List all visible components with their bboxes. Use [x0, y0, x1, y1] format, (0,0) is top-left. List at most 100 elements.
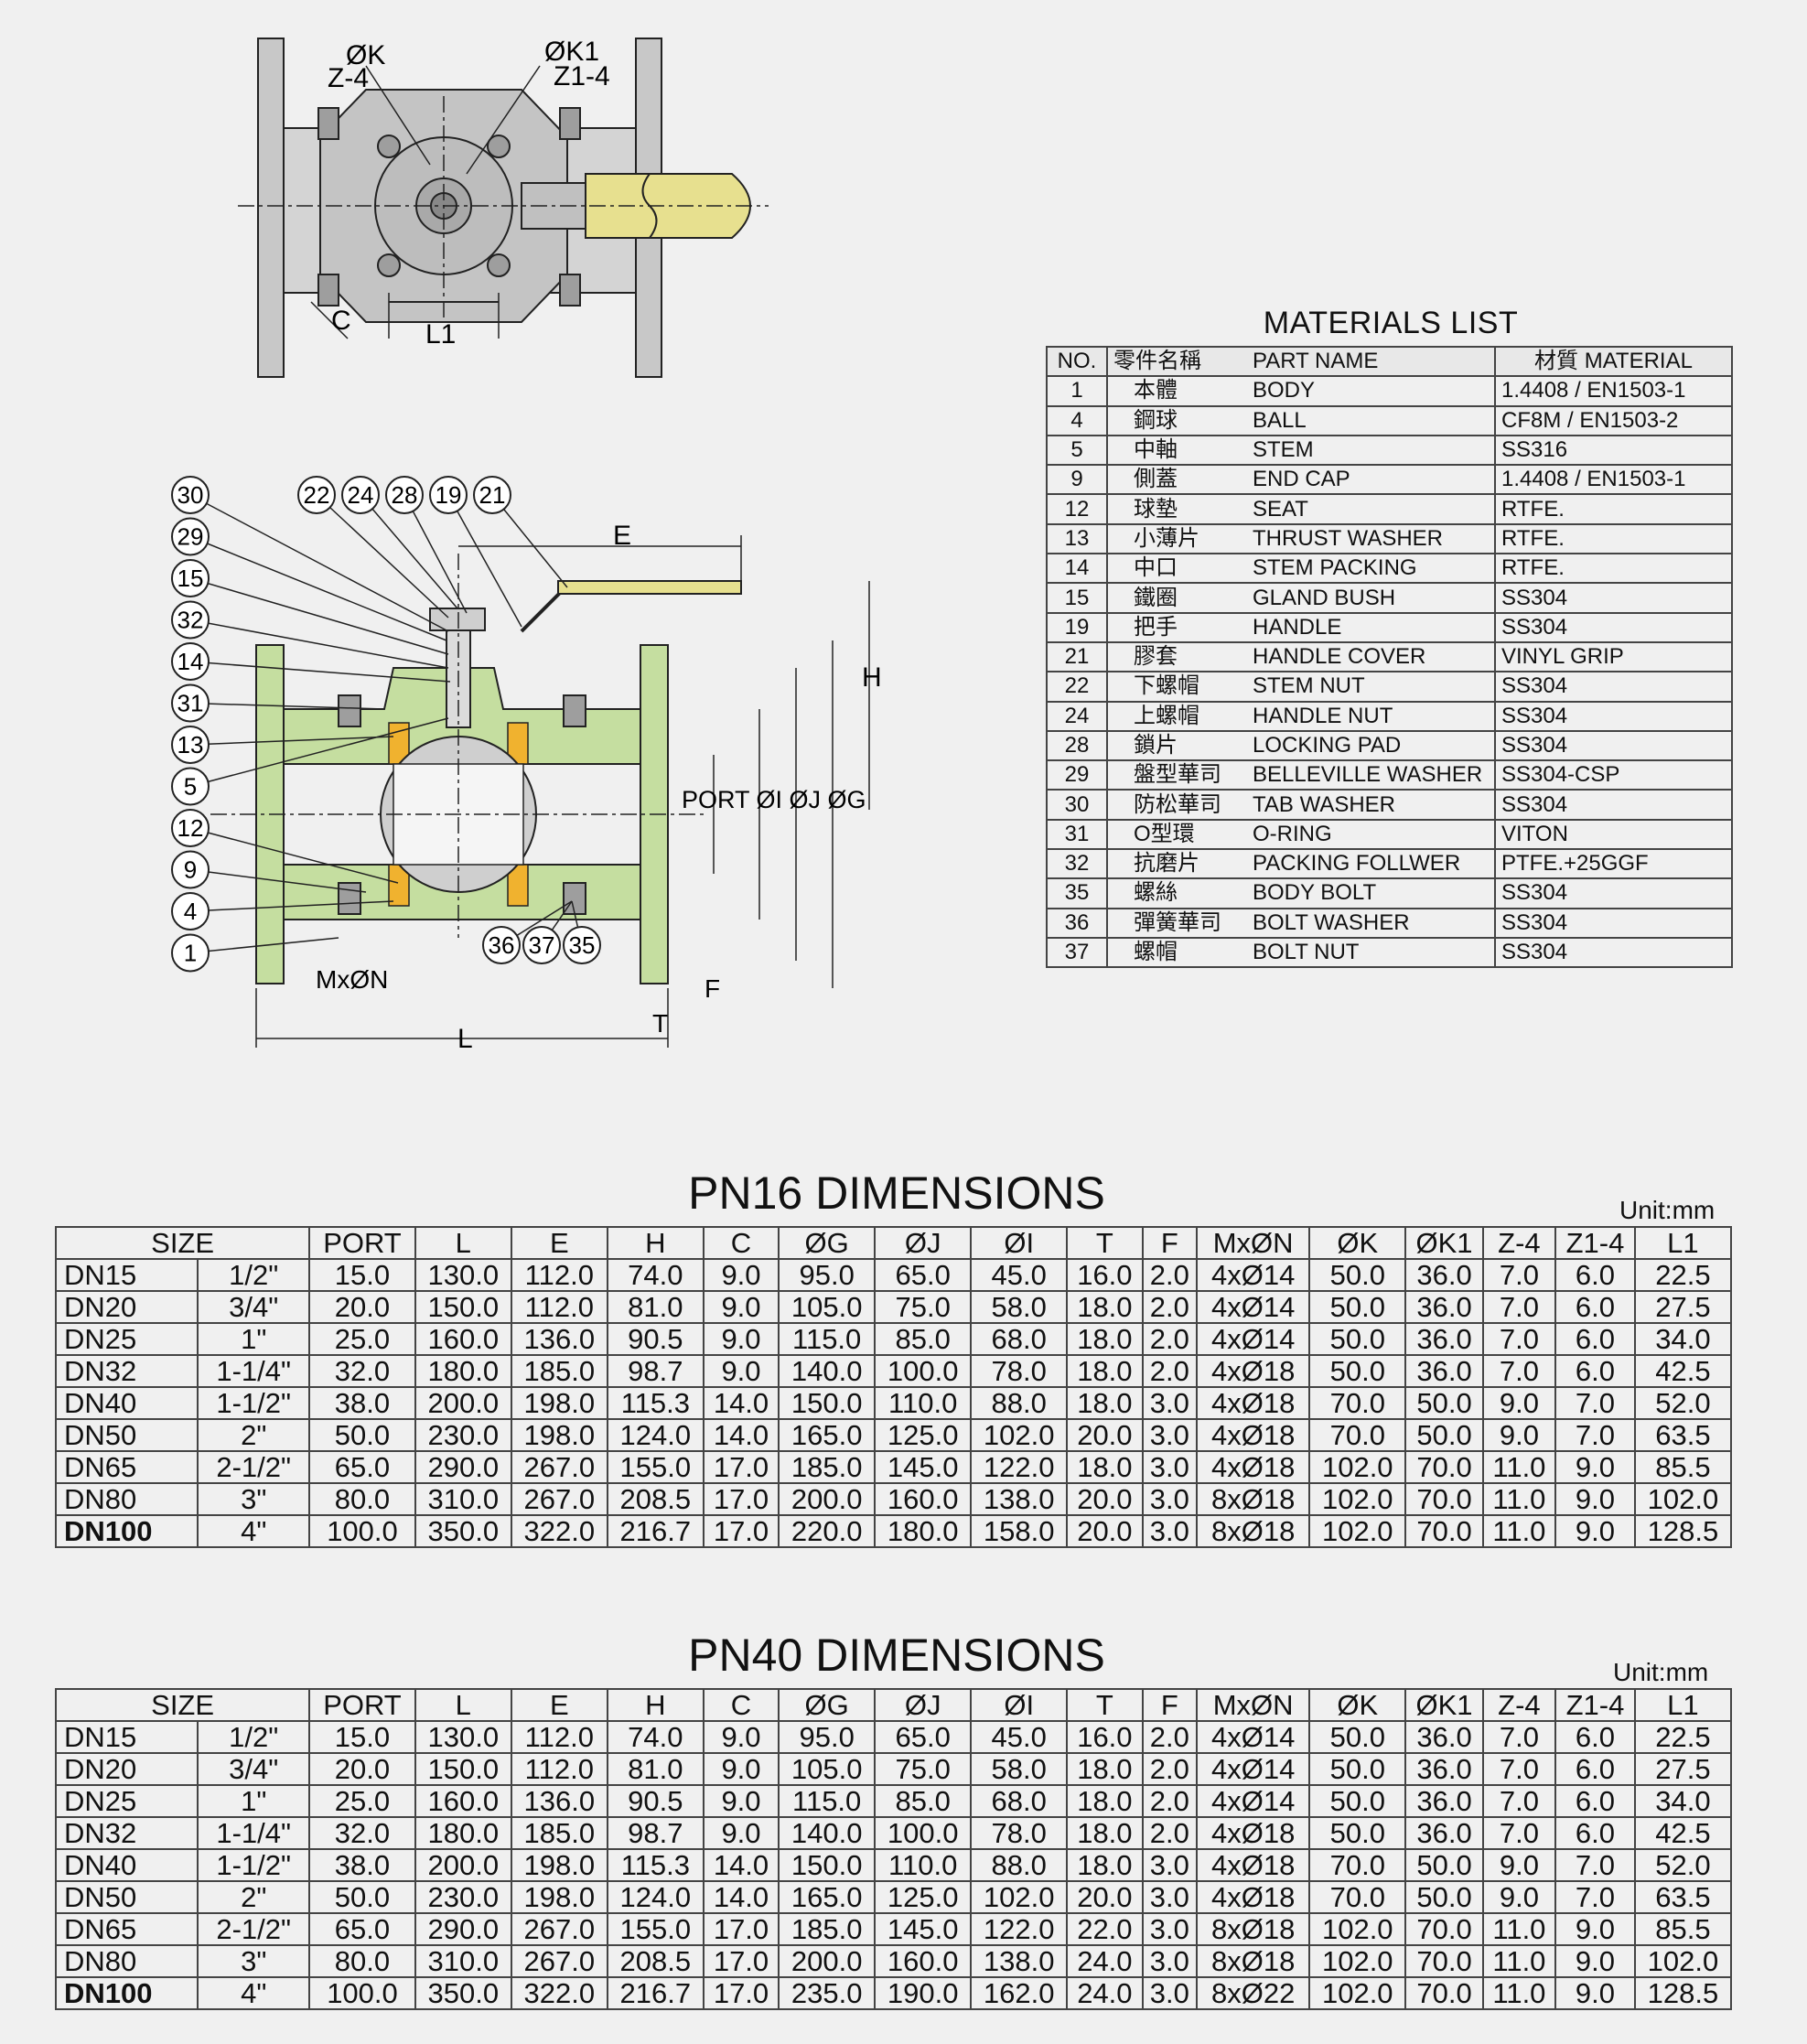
value-cell: 220.0 [778, 1514, 877, 1548]
part-zh-name: 下螺帽 [1106, 671, 1247, 703]
value-cell: 32.0 [308, 1354, 416, 1388]
value-cell: 130.0 [414, 1720, 512, 1754]
value-cell: 165.0 [778, 1418, 877, 1452]
column-header: T [1066, 1226, 1144, 1260]
value-cell: 88.0 [970, 1848, 1069, 1882]
size-dn-cell: DN50 [54, 1418, 199, 1452]
part-zh-name: 抗磨片 [1106, 848, 1247, 880]
column-header: C [702, 1226, 780, 1260]
part-name: STEM PACKING [1247, 553, 1496, 585]
part-no: 19 [1046, 611, 1108, 643]
column-header: ØK1 [1404, 1226, 1484, 1260]
value-cell: 9.0 [1481, 1386, 1557, 1420]
value-cell: 50.0 [1308, 1258, 1407, 1292]
value-cell: 190.0 [874, 1976, 973, 2010]
value-cell: 50.0 [1308, 1784, 1407, 1818]
part-material: SS304-CSP [1494, 759, 1733, 791]
value-cell: 11.0 [1481, 1514, 1557, 1548]
value-cell: 17.0 [702, 1514, 780, 1548]
value-cell: 50.0 [1308, 1290, 1407, 1324]
part-zh-name: 球墊 [1106, 493, 1247, 525]
value-cell: 310.0 [414, 1482, 512, 1516]
value-cell: 50.0 [1308, 1816, 1407, 1850]
value-cell: 50.0 [1404, 1848, 1484, 1882]
part-name: BALL [1247, 404, 1496, 436]
value-cell: 216.7 [606, 1514, 705, 1548]
size-dn-cell: DN15 [54, 1720, 199, 1754]
column-header: H [606, 1226, 705, 1260]
column-header: ØG [778, 1226, 877, 1260]
value-cell: 4xØ18 [1196, 1418, 1311, 1452]
value-cell: 150.0 [778, 1848, 877, 1882]
value-cell: 350.0 [414, 1976, 512, 2010]
value-cell: 27.5 [1633, 1752, 1733, 1786]
size-inch-cell: 1" [197, 1784, 311, 1818]
callout-number: 29 [177, 523, 204, 551]
part-no: 14 [1046, 553, 1108, 585]
part-name: BODY [1247, 375, 1496, 407]
value-cell: 7.0 [1554, 1386, 1636, 1420]
value-cell: 9.0 [702, 1290, 780, 1324]
value-cell: 7.0 [1554, 1880, 1636, 1914]
value-cell: 98.7 [606, 1354, 705, 1388]
value-cell: 80.0 [308, 1482, 416, 1516]
callout-number: 19 [436, 481, 462, 509]
value-cell: 70.0 [1404, 1912, 1484, 1946]
part-zh-name: 小薄片 [1106, 522, 1247, 555]
value-cell: 90.5 [606, 1322, 705, 1356]
value-cell: 70.0 [1404, 1944, 1484, 1978]
size-dn-cell: DN20 [54, 1752, 199, 1786]
value-cell: 3.0 [1141, 1418, 1199, 1452]
value-cell: 88.0 [970, 1386, 1069, 1420]
part-no: 36 [1046, 907, 1108, 939]
callout-leader-line [189, 868, 367, 893]
column-header: E [510, 1688, 608, 1722]
value-cell: 2.0 [1141, 1322, 1199, 1356]
value-cell: 58.0 [970, 1752, 1069, 1786]
size-inch-cell: 3" [197, 1944, 311, 1978]
value-cell: 267.0 [510, 1912, 608, 1946]
part-no: 1 [1046, 375, 1108, 407]
part-no: 4 [1046, 404, 1108, 436]
value-cell: 17.0 [702, 1944, 780, 1978]
value-cell: 85.5 [1633, 1912, 1733, 1946]
part-name: HANDLE [1247, 611, 1496, 643]
value-cell: 3.0 [1141, 1848, 1199, 1882]
part-zh-name: 本體 [1106, 375, 1247, 407]
callout-leader-line [447, 494, 522, 628]
value-cell: 14.0 [702, 1386, 780, 1420]
value-cell: 230.0 [414, 1418, 512, 1452]
value-cell: 3.0 [1141, 1912, 1199, 1946]
value-cell: 2.0 [1141, 1258, 1199, 1292]
value-cell: 7.0 [1481, 1784, 1557, 1818]
value-cell: 11.0 [1481, 1482, 1557, 1516]
value-cell: 200.0 [778, 1482, 877, 1516]
callout-leader-line [316, 494, 449, 619]
column-header: L [414, 1688, 512, 1722]
callout-circle [429, 476, 468, 514]
callout-number: 22 [304, 481, 330, 509]
value-cell: 180.0 [414, 1816, 512, 1850]
value-cell: 4xØ14 [1196, 1290, 1311, 1324]
callout-circle [171, 600, 210, 640]
value-cell: 9.0 [1554, 1514, 1636, 1548]
h-label: H [862, 662, 882, 693]
value-cell: 3.0 [1141, 1944, 1199, 1978]
value-cell: 160.0 [874, 1944, 973, 1978]
part-name: O-RING [1247, 818, 1496, 851]
value-cell: 128.5 [1633, 1976, 1733, 2010]
value-cell: 6.0 [1554, 1816, 1636, 1850]
part-material: SS304 [1494, 729, 1733, 762]
value-cell: 6.0 [1554, 1258, 1636, 1292]
header-part-name: PART NAME [1247, 345, 1496, 378]
